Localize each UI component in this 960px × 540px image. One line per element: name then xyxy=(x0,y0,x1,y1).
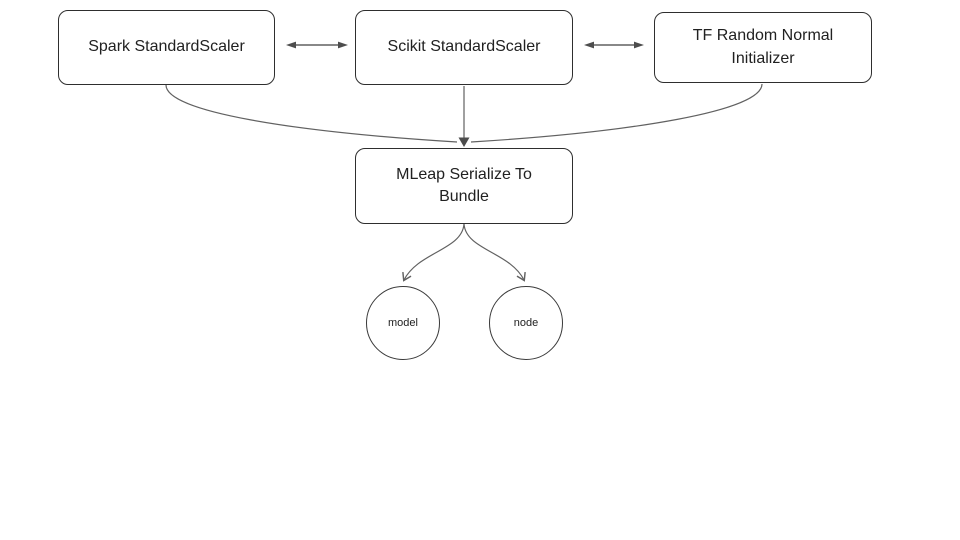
arrowhead-right-icon xyxy=(634,41,644,49)
arrowhead-down-icon xyxy=(458,137,470,147)
node-label: TF Random Normal Initializer xyxy=(692,27,834,67)
node-spark-standardscaler: Spark StandardScaler xyxy=(58,10,275,85)
node-label: model xyxy=(388,317,418,329)
edge-spark-scikit-double-arrow xyxy=(286,41,348,49)
node-label: Spark StandardScaler xyxy=(88,38,245,56)
node-node: node xyxy=(489,286,563,360)
node-model: model xyxy=(366,286,440,360)
edge-scikit-tf-double-arrow xyxy=(584,41,644,49)
edge-tf-mleap xyxy=(470,83,763,143)
edge-spark-mleap xyxy=(165,84,458,143)
node-label: node xyxy=(513,317,539,329)
edge-mleap-model xyxy=(402,223,465,282)
arrowhead-left-icon xyxy=(286,41,296,49)
node-label: MLeap Serialize To Bundle xyxy=(396,165,532,205)
node-scikit-standardscaler: Scikit StandardScaler xyxy=(355,10,573,85)
node-label: Scikit StandardScaler xyxy=(387,38,541,56)
node-mleap-serialize-to-bundle: MLeap Serialize To Bundle xyxy=(355,148,573,224)
arrowhead-left-icon xyxy=(584,41,594,49)
edge-mleap-node xyxy=(463,223,526,282)
node-tf-random-normal-initializer: TF Random Normal Initializer xyxy=(654,12,872,83)
arrowhead-right-icon xyxy=(338,41,348,49)
